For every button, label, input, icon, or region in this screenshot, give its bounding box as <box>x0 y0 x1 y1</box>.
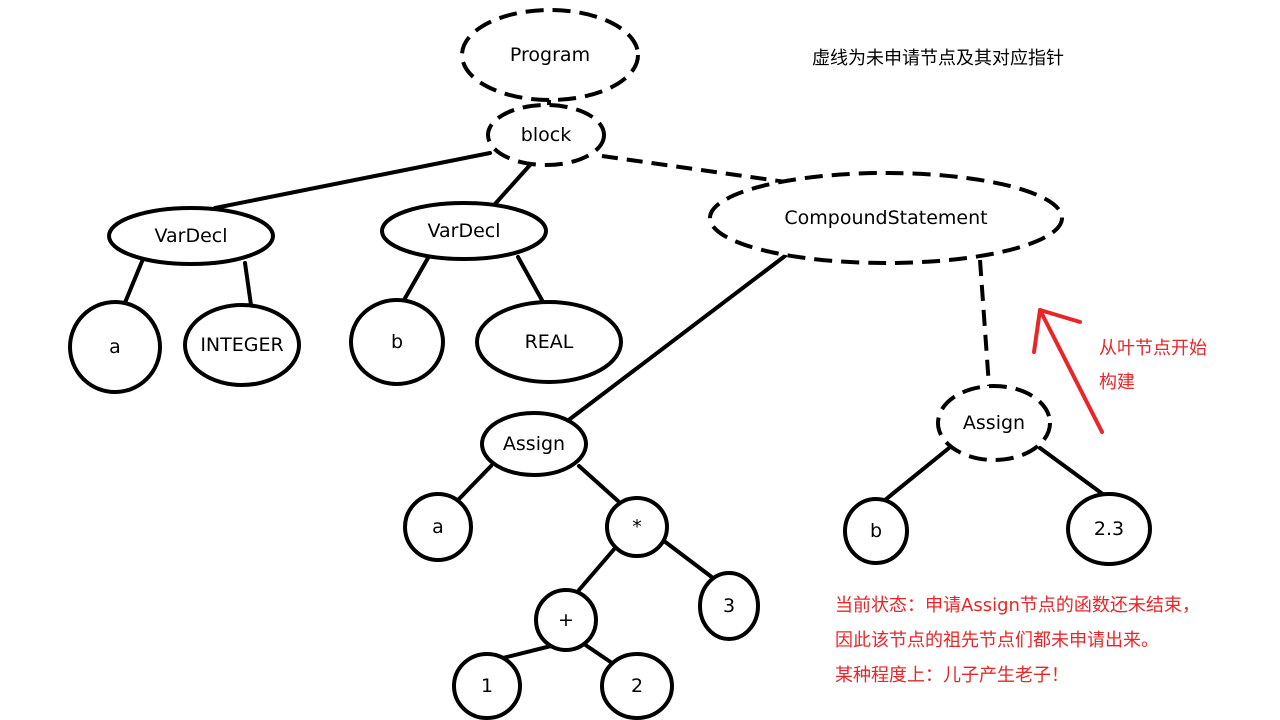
node-label-integer: INTEGER <box>200 334 283 356</box>
node-shape-two <box>600 652 674 720</box>
node-shape-a2 <box>403 492 473 562</box>
node-compound: CompoundStatement <box>708 171 1064 265</box>
edge-assign2-b2 <box>883 446 951 502</box>
node-shape-plus <box>534 588 598 652</box>
edge-plus-one <box>501 644 553 660</box>
status-note-line-1: 当前状态：申请Assign节点的函数还未结束， <box>835 595 1200 616</box>
node-b2: b <box>843 497 909 565</box>
node-shape-block <box>486 103 606 167</box>
node-shape-real <box>475 300 623 384</box>
edge-vardecl1-integer <box>243 261 253 307</box>
node-shape-integer <box>183 303 301 387</box>
arrow-caption-line-2: 构建 <box>1099 372 1135 393</box>
edge-mul-three <box>662 539 715 580</box>
node-one: 1 <box>452 652 522 720</box>
node-label-program: Program <box>510 44 590 66</box>
edge-assign1-mul <box>577 464 620 503</box>
red-arrow-icon <box>1032 308 1104 434</box>
edge-vardecl1-a1 <box>122 257 145 307</box>
node-label-assign2: Assign <box>963 412 1025 434</box>
node-label-two: 2 <box>631 675 643 697</box>
node-shape-compound <box>708 171 1064 265</box>
edge-compound-assign1 <box>564 254 787 424</box>
arrow-caption-line-1: 从叶节点开始 <box>1099 338 1207 359</box>
node-twopointthree: 2.3 <box>1066 492 1152 566</box>
status-note-line-2: 因此该节点的祖先节点们都未申请出来。 <box>835 630 1159 651</box>
node-shape-assign1 <box>480 411 588 477</box>
node-three: 3 <box>698 571 760 641</box>
node-shape-vardecl2 <box>380 201 548 261</box>
node-label-b1: b <box>391 331 403 353</box>
node-mul: * <box>605 496 669 558</box>
status-note: 当前状态：申请Assign节点的函数还未结束， 因此该节点的祖先节点们都未申请出… <box>835 588 1200 693</box>
edge-mul-plus <box>577 545 618 592</box>
node-shape-b1 <box>349 298 445 386</box>
node-assign2: Assign <box>936 384 1052 462</box>
node-label-a1: a <box>109 336 121 358</box>
node-shape-a1 <box>68 300 162 394</box>
node-a1: a <box>68 300 162 394</box>
node-label-vardecl1: VarDecl <box>154 225 227 247</box>
node-shape-twopointthree <box>1066 492 1152 566</box>
edges-layer <box>122 100 1106 665</box>
edge-vardecl2-real <box>516 255 545 304</box>
node-label-mul: * <box>632 516 642 538</box>
node-integer: INTEGER <box>183 303 301 387</box>
node-shape-b2 <box>843 497 909 565</box>
node-label-vardecl2: VarDecl <box>427 220 500 242</box>
node-label-compound: CompoundStatement <box>784 207 987 229</box>
node-label-plus: + <box>558 609 574 631</box>
node-b1: b <box>349 298 445 386</box>
node-label-a2: a <box>432 516 444 538</box>
node-shape-one <box>452 652 522 720</box>
edge-block-vardecl2 <box>493 163 532 206</box>
node-shape-program <box>460 8 640 102</box>
node-program: Program <box>460 8 640 102</box>
node-label-three: 3 <box>723 595 735 617</box>
node-a2: a <box>403 492 473 562</box>
edge-assign2-twopointthree <box>1038 446 1106 497</box>
node-label-real: REAL <box>525 331 574 353</box>
legend-note: 虚线为未申请节点及其对应指针 <box>812 48 1064 69</box>
edge-plus-two <box>582 642 614 665</box>
node-label-block: block <box>521 124 571 146</box>
edge-vardecl2-b1 <box>402 256 430 302</box>
edge-block-vardecl1 <box>213 151 492 210</box>
node-shape-mul <box>605 496 669 558</box>
node-label-one: 1 <box>481 675 493 697</box>
node-plus: + <box>534 588 598 652</box>
arrow-caption: 从叶节点开始 构建 <box>1099 332 1207 400</box>
edge-block-compound <box>601 154 801 186</box>
node-shape-three <box>698 571 760 641</box>
edge-compound-assign2 <box>978 259 991 387</box>
node-assign1: Assign <box>480 411 588 477</box>
node-vardecl2: VarDecl <box>380 201 548 261</box>
node-block: block <box>486 103 606 167</box>
node-real: REAL <box>475 300 623 384</box>
node-shape-assign2 <box>936 384 1052 462</box>
node-label-assign1: Assign <box>503 433 565 455</box>
node-vardecl1: VarDecl <box>107 206 275 266</box>
node-shape-vardecl1 <box>107 206 275 266</box>
edge-assign1-a2 <box>457 464 493 501</box>
status-note-line-3: 某种程度上：儿子产生老子！ <box>835 665 1069 686</box>
node-label-twopointthree: 2.3 <box>1094 518 1124 540</box>
node-two: 2 <box>600 652 674 720</box>
node-label-b2: b <box>870 520 882 542</box>
